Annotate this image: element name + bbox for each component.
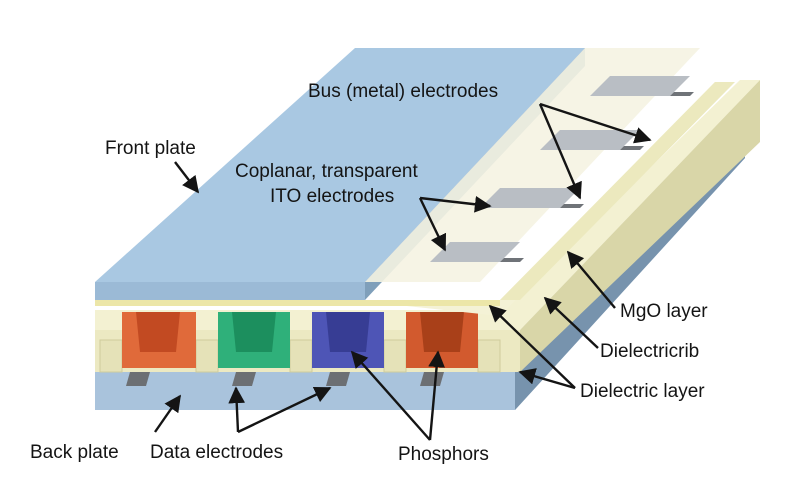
data-electrodes-label: Data electrodes	[150, 442, 283, 463]
arrows	[154, 102, 652, 441]
front-plate-label: Front plate	[105, 138, 196, 159]
arrow-dielectric-layer-2	[488, 304, 576, 389]
arrow-mgo	[566, 250, 616, 309]
arrow-phosphor-2	[428, 350, 445, 441]
bus-electrodes	[500, 92, 694, 262]
mgo-layer-label: MgO layer	[620, 301, 708, 322]
back-plate-label: Back plate	[30, 442, 119, 463]
arrow-phosphor-1	[350, 350, 431, 441]
arrow-back-plate	[154, 394, 181, 433]
arrow-bus-1	[539, 102, 652, 144]
phosphors	[122, 312, 478, 368]
dielectric-ribs	[99, 339, 501, 373]
dielectric-rib-label: Dielectricrib	[600, 341, 699, 362]
arrow-ito-2	[418, 197, 447, 252]
front-dielectric	[95, 300, 500, 306]
bus-electrodes-label: Bus (metal) electrodes	[308, 81, 498, 102]
arrow-data-1	[228, 386, 246, 433]
arrow-dielectric-rib	[543, 296, 599, 349]
ito-electrodes	[365, 48, 700, 282]
mgo-layer	[350, 82, 735, 316]
data-electrodes	[126, 372, 444, 386]
arrow-ito-1	[419, 195, 492, 213]
dielectric-layer-label: Dielectric layer	[580, 381, 705, 402]
arrow-dielectric-layer-1	[518, 368, 576, 390]
arrow-bus-2	[538, 103, 582, 200]
phosphors-label: Phosphors	[398, 444, 489, 465]
arrow-data-2	[237, 386, 332, 434]
ito-label-line1: Coplanar, transparent	[235, 161, 418, 182]
arrow-front-plate	[174, 161, 200, 194]
ito-label-line2: ITO electrodes	[270, 186, 394, 207]
